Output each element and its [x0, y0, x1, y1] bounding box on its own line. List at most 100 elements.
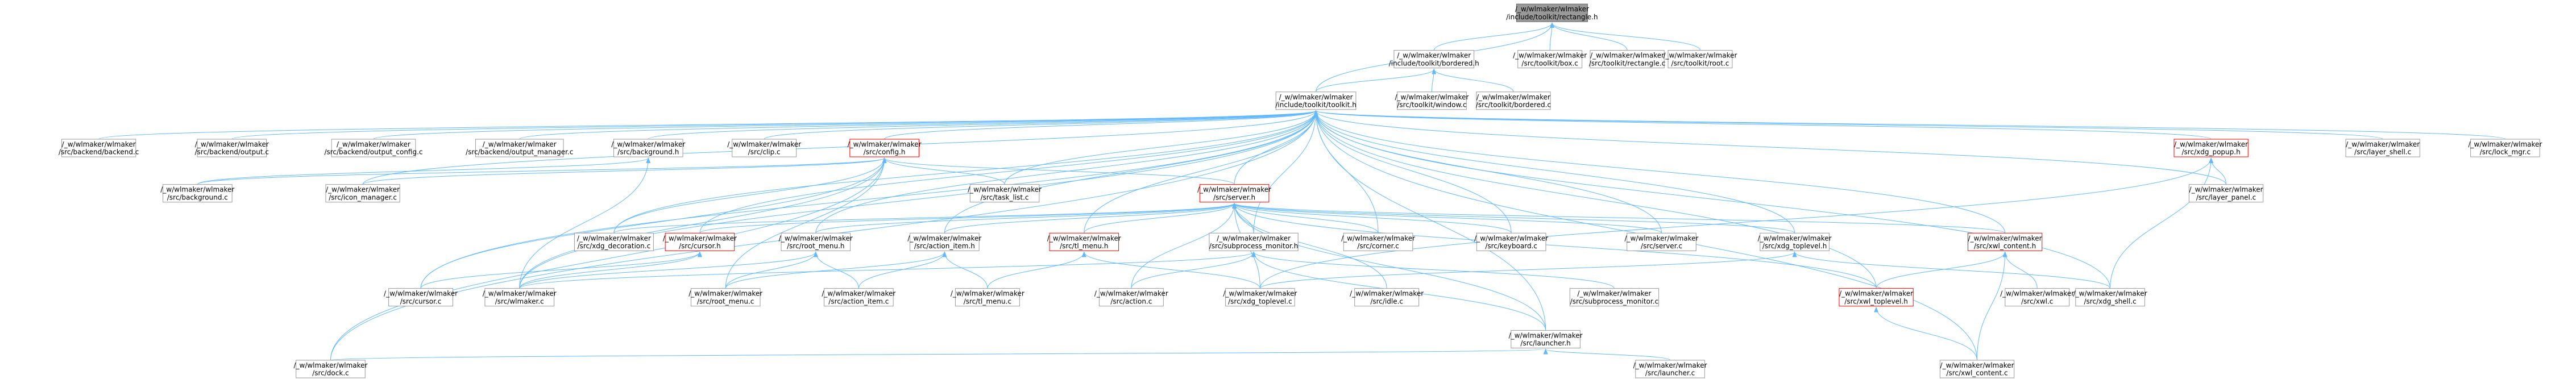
- node-bordered-c[interactable]: /_w/wlmaker/wlmaker/src/toolkit/bordered…: [1476, 91, 1551, 110]
- node-launcher-c[interactable]: /_w/wlmaker/wlmaker/src/launcher.c: [1633, 360, 1707, 378]
- node-box: [1635, 360, 1705, 378]
- node-box-c[interactable]: /_w/wlmaker/wlmaker/src/toolkit/box.c: [1513, 50, 1587, 69]
- node-box: [2075, 288, 2145, 307]
- node-label-line: /src/toolkit/window.c: [1397, 101, 1466, 109]
- node-label-line: /_w/wlmaker/wlmaker: [848, 140, 922, 148]
- node-corner-c[interactable]: /_w/wlmaker/wlmaker/src/corner.c: [1341, 232, 1415, 251]
- node-label-line: /_w/wlmaker/wlmaker: [195, 140, 269, 148]
- node-server-h[interactable]: /_w/wlmaker/wlmaker/src/server.h: [1197, 184, 1271, 203]
- node-window-c[interactable]: /_w/wlmaker/wlmaker/src/toolkit/window.c: [1395, 91, 1469, 110]
- node-box: [690, 288, 761, 307]
- node-server-c[interactable]: /_w/wlmaker/wlmaker/src/server.c: [1624, 232, 1699, 251]
- node-label-line: /_w/wlmaker/wlmaker: [1940, 361, 2014, 369]
- node-box: [1627, 232, 1696, 251]
- node-idle-c[interactable]: /_w/wlmaker/wlmaker/src/idle.c: [1350, 288, 1424, 307]
- node-cursor-h[interactable]: /_w/wlmaker/wlmaker/src/cursor.h: [663, 232, 737, 251]
- node-layer-panel-c[interactable]: /_w/wlmaker/wlmaker/src/layer_panel.c: [2188, 184, 2264, 203]
- edge-root-menu-h-to-toolkit-h: [815, 110, 1318, 234]
- node-label-line: /_w/wlmaker/wlmaker: [326, 186, 400, 194]
- edge-backend-c-to-toolkit-h: [98, 110, 1318, 140]
- node-dock-c[interactable]: /_w/wlmaker/wlmaker/src/dock.c: [293, 360, 368, 378]
- node-tl-menu-c[interactable]: /_w/wlmaker/wlmaker/src/tl_menu.c: [951, 288, 1024, 307]
- node-label-line: /_w/wlmaker/wlmaker: [2346, 140, 2420, 148]
- edge-xwl-toplevel-h-to-toolkit-h: [1313, 110, 1877, 289]
- edge-xdg-toplevel-c-to-tl-menu-h: [1081, 251, 1260, 289]
- node-label-line: /src/background.c: [167, 193, 228, 201]
- node-box: [1225, 288, 1295, 307]
- node-xwl-c[interactable]: /_w/wlmaker/wlmaker/src/xwl.c: [2000, 288, 2074, 307]
- node-clip-c[interactable]: /_w/wlmaker/wlmaker/src/clip.c: [727, 139, 801, 157]
- node-task-list-c[interactable]: /_w/wlmaker/wlmaker/src/task_list.c: [968, 184, 1042, 203]
- node-box: [574, 232, 654, 251]
- node-box: [1517, 50, 1583, 69]
- node-output-manager-c[interactable]: /_w/wlmaker/wlmaker/src/backend/output_m…: [466, 139, 573, 157]
- node-root-menu-h[interactable]: /_w/wlmaker/wlmaker/src/root_menu.h: [779, 232, 853, 251]
- node-subprocess-monitor-c[interactable]: /_w/wlmaker/wlmaker/src/subprocess_monit…: [1569, 288, 1660, 307]
- node-tl-menu-h[interactable]: /_w/wlmaker/wlmaker/src/tl_menu.h: [1047, 232, 1121, 251]
- node-box: [296, 360, 366, 378]
- node-icon-manager-c[interactable]: /_w/wlmaker/wlmaker/src/icon_manager.c: [325, 184, 400, 203]
- edge-wlmaker-c-to-subprocess-monitor-h: [519, 251, 1256, 289]
- node-label-line: /src/dock.c: [312, 369, 349, 377]
- node-wlmaker-c[interactable]: /_w/wlmaker/wlmaker/src/wlmaker.c: [483, 288, 557, 307]
- node-backend-c[interactable]: /_w/wlmaker/wlmaker/src/backend/backend.…: [59, 139, 139, 157]
- node-label-line: /_w/wlmaker/wlmaker: [1197, 186, 1271, 194]
- node-launcher-h[interactable]: /_w/wlmaker/wlmaker/src/launcher.h: [1509, 330, 1583, 349]
- node-lock-mgr-c[interactable]: /_w/wlmaker/wlmaker/src/lock_mgr.c: [2468, 139, 2542, 157]
- node-label-line: /_w/wlmaker/wlmaker: [1968, 234, 2042, 242]
- node-xwl-content-c[interactable]: /_w/wlmaker/wlmaker/src/xwl_content.c: [1939, 360, 2015, 378]
- edge-toolkit-h-to-bordered-h: [1316, 68, 1437, 92]
- edge-wlmaker-c-to-cursor-h: [519, 251, 702, 289]
- node-subprocess-monitor-h[interactable]: /_w/wlmaker/wlmaker/src/subprocess_monit…: [1209, 232, 1299, 251]
- edge-xdg-decoration-c-to-config-h: [613, 157, 887, 234]
- node-action-c[interactable]: /_w/wlmaker/wlmaker/src/action.c: [1094, 288, 1168, 307]
- node-output-c[interactable]: /_w/wlmaker/wlmaker/src/backend/output.c: [195, 139, 269, 157]
- node-box: [197, 139, 267, 157]
- edge-tl-menu-h-to-server-h: [1084, 202, 1237, 234]
- node-cursor-c[interactable]: /_w/wlmaker/wlmaker/src/cursor.c: [384, 288, 458, 307]
- edge-launcher-h-to-server-h: [1232, 202, 1546, 331]
- node-label-line: /_w/wlmaker/wlmaker: [1341, 234, 1415, 242]
- edge-xdg-shell-c-to-toolkit-h: [1313, 110, 2111, 289]
- node-label-line: /src/layer_panel.c: [2196, 193, 2256, 201]
- node-label-line: /_w/wlmaker/wlmaker: [1624, 234, 1698, 242]
- node-label-line: /include/toolkit/toolkit.h: [1275, 101, 1356, 109]
- node-xwl-content-h[interactable]: /_w/wlmaker/wlmaker/src/xwl_content.h: [1967, 232, 2043, 251]
- node-rectangle-c[interactable]: /_w/wlmaker/wlmaker/src/toolkit/rectangl…: [1589, 50, 1665, 69]
- node-layer-shell-c[interactable]: /_w/wlmaker/wlmaker/src/layer_shell.c: [2345, 139, 2420, 157]
- node-box: [2470, 139, 2540, 157]
- node-xdg-toplevel-c[interactable]: /_w/wlmaker/wlmaker/src/xdg_toplevel.c: [1223, 288, 1297, 307]
- node-keyboard-c[interactable]: /_w/wlmaker/wlmaker/src/keyboard.c: [1474, 232, 1548, 251]
- edge-background-h-to-toolkit-h: [648, 110, 1318, 140]
- node-background-c[interactable]: /_w/wlmaker/wlmaker/src/background.c: [160, 184, 234, 203]
- node-label-line: /src/clip.c: [748, 148, 781, 156]
- node-box: [665, 232, 735, 251]
- edge-action-item-c-to-root-menu-h: [813, 251, 859, 289]
- node-box: [1569, 288, 1660, 307]
- node-output-config-c[interactable]: /_w/wlmaker/wlmaker/src/backend/output_c…: [324, 139, 423, 157]
- node-action-item-h[interactable]: /_w/wlmaker/wlmaker/src/action_item.h: [907, 232, 981, 251]
- node-bordered-h[interactable]: /_w/wlmaker/wlmaker/include/toolkit/bord…: [1389, 50, 1479, 69]
- node-xdg-toplevel-h[interactable]: /_w/wlmaker/wlmaker/src/xdg_toplevel.h: [1758, 232, 1832, 251]
- node-root-menu-c[interactable]: /_w/wlmaker/wlmaker/src/root_menu.c: [688, 288, 762, 307]
- node-action-item-c[interactable]: /_w/wlmaker/wlmaker/src/action_item.c: [822, 288, 895, 307]
- edge-xwl-content-c-to-xwl-content-h: [1977, 251, 2007, 360]
- edge-launcher-h-to-toolkit-h: [1313, 110, 1546, 331]
- node-rectangle-h[interactable]: /_w/wlmaker/wlmaker/include/toolkit/rect…: [1506, 3, 1598, 22]
- node-background-h[interactable]: /_w/wlmaker/wlmaker/src/background.h: [611, 139, 685, 157]
- node-config-h[interactable]: /_w/wlmaker/wlmaker/src/config.h: [848, 139, 922, 157]
- edge-wlmaker-c-to-root-menu-h: [519, 251, 818, 289]
- edge-server-c-to-server-h: [1232, 202, 1662, 234]
- node-label-line: /_w/wlmaker/wlmaker: [1047, 234, 1121, 242]
- edge-layer-panel-c-to-toolkit-h: [1313, 110, 2227, 185]
- node-xdg-decoration-c[interactable]: /_w/wlmaker/wlmaker/src/xdg_decoration.c: [574, 232, 654, 251]
- edge-cursor-h-to-server-h: [699, 202, 1237, 234]
- node-xdg-popup-h[interactable]: /_w/wlmaker/wlmaker/src/xdg_popup.h: [2173, 139, 2249, 157]
- node-toolkit-h[interactable]: /_w/wlmaker/wlmaker/include/toolkit/tool…: [1275, 91, 1357, 110]
- node-xdg-shell-c[interactable]: /_w/wlmaker/wlmaker/src/xdg_shell.c: [2073, 288, 2147, 307]
- edge-dock-c-to-launcher-h: [330, 348, 1547, 361]
- node-label-line: /src/action_item.c: [828, 297, 889, 305]
- node-xwl-toplevel-h[interactable]: /_w/wlmaker/wlmaker/src/xwl_toplevel.h: [1839, 288, 1914, 307]
- node-box: [849, 139, 919, 157]
- node-root-c[interactable]: /_w/wlmaker/wlmaker/src/toolkit/root.c: [1663, 50, 1737, 69]
